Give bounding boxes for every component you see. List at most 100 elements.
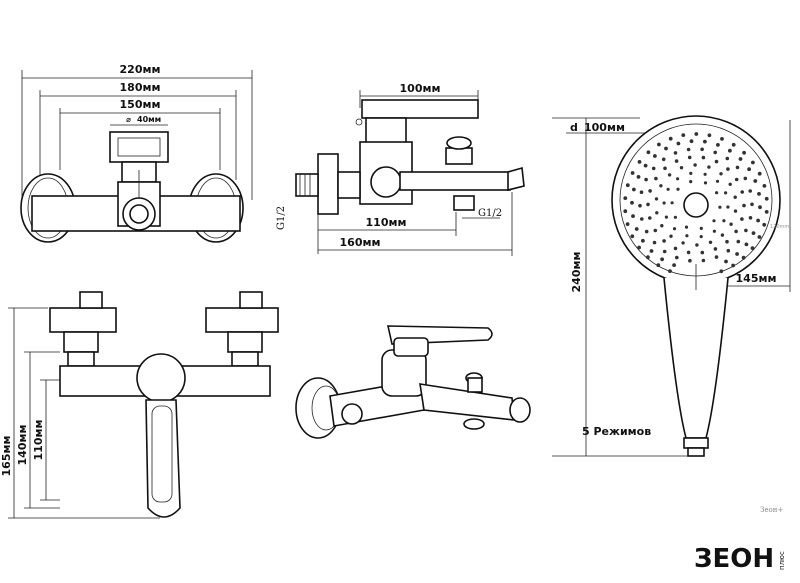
watermark-text: Зеон+ bbox=[760, 506, 783, 514]
nozzle-dot bbox=[654, 197, 659, 201]
nozzle-dot bbox=[644, 177, 648, 182]
nozzle-dot bbox=[654, 176, 658, 181]
nozzle-dot bbox=[725, 156, 730, 161]
nozzle-dot bbox=[750, 246, 755, 251]
nozzle-dot bbox=[656, 263, 661, 268]
nozzle-dot bbox=[726, 248, 731, 253]
dim-140-front: 140мм bbox=[16, 425, 29, 466]
thread-label-left: G1/2 bbox=[276, 206, 287, 230]
nozzle-dot bbox=[703, 172, 707, 176]
nozzle-dot bbox=[731, 142, 736, 147]
nozzle-dot bbox=[666, 187, 670, 191]
nozzle-dot bbox=[743, 176, 748, 181]
dim-165-front: 165мм bbox=[0, 436, 13, 477]
nozzle-dot bbox=[726, 167, 730, 171]
nozzle-dot bbox=[728, 182, 732, 186]
nozzle-dot bbox=[714, 159, 719, 164]
nozzle-dot bbox=[700, 147, 704, 152]
nozzle-dot bbox=[672, 227, 677, 231]
nozzle-dot bbox=[748, 189, 752, 193]
nozzle-dot bbox=[703, 139, 707, 144]
nozzle-dot bbox=[689, 171, 693, 175]
nozzle-dot bbox=[699, 235, 703, 239]
nozzle-dot bbox=[685, 234, 689, 238]
nozzle-dot bbox=[719, 172, 723, 176]
dim-110-side: 110мм bbox=[366, 216, 407, 229]
nozzle-dot bbox=[742, 203, 746, 208]
nozzle-dot bbox=[630, 234, 635, 239]
nozzle-dot bbox=[657, 142, 661, 147]
nozzle-dot bbox=[735, 165, 740, 170]
nozzle-dot bbox=[646, 255, 650, 260]
nozzle-dot bbox=[703, 181, 708, 185]
nozzle-dot bbox=[636, 175, 641, 179]
nozzle-dot bbox=[655, 211, 659, 215]
logo-sub-text: плюс bbox=[778, 551, 786, 570]
nozzle-dot bbox=[726, 205, 730, 209]
nozzle-dot bbox=[634, 227, 639, 231]
nozzle-dot bbox=[653, 154, 657, 158]
dim-180: 180мм bbox=[120, 81, 161, 94]
nozzle-dot bbox=[668, 136, 673, 141]
nozzle-dot bbox=[720, 137, 724, 141]
nozzle-dot bbox=[713, 150, 717, 155]
nozzle-dot bbox=[757, 192, 761, 196]
nozzle-dot bbox=[758, 205, 762, 210]
nozzle-dot bbox=[689, 180, 693, 184]
dim-220: 220мм bbox=[120, 63, 161, 76]
nozzle-dot bbox=[750, 202, 754, 207]
nozzle-dot bbox=[669, 234, 673, 238]
nozzle-dot bbox=[748, 216, 753, 220]
nozzle-dot bbox=[676, 141, 681, 146]
nozzle-dot bbox=[653, 228, 658, 233]
nozzle-dot bbox=[676, 177, 680, 181]
nozzle-dot bbox=[728, 148, 732, 153]
nozzle-dot bbox=[756, 218, 760, 223]
nozzle-dot bbox=[660, 257, 664, 262]
nozzle-dot bbox=[674, 159, 679, 163]
nozzle-dot bbox=[676, 187, 680, 191]
shower-modes-label: 5 Режимов bbox=[582, 425, 651, 438]
nozzle-dot bbox=[640, 217, 644, 221]
nozzle-dot bbox=[740, 190, 744, 194]
nozzle-dot bbox=[713, 247, 718, 251]
nozzle-dot bbox=[632, 187, 636, 192]
nozzle-dot bbox=[681, 241, 685, 245]
nozzle-dot bbox=[661, 157, 666, 162]
nozzle-dot bbox=[637, 245, 641, 250]
nozzle-dot bbox=[686, 250, 691, 255]
shower-dim-100: 100мм bbox=[584, 121, 625, 134]
nozzle-dot bbox=[700, 250, 705, 255]
nozzle-dot bbox=[651, 166, 656, 171]
nozzle-dot bbox=[668, 269, 672, 273]
nozzle-dot bbox=[623, 209, 628, 214]
nozzle-dot bbox=[753, 179, 758, 183]
nozzle-dot bbox=[672, 263, 676, 267]
nozzle-dot bbox=[744, 242, 749, 247]
nozzle-dot bbox=[630, 200, 634, 205]
nozzle-dot bbox=[630, 171, 635, 175]
nozzle-dot bbox=[734, 229, 738, 234]
nozzle-dot bbox=[673, 151, 678, 155]
nozzle-dot bbox=[646, 202, 650, 207]
nozzle-dot bbox=[639, 190, 644, 194]
brand-logo: ЗЕОН плюс bbox=[694, 544, 786, 574]
nozzle-dot bbox=[734, 177, 739, 182]
shower-d-label: d bbox=[570, 121, 578, 134]
nozzle-dot bbox=[664, 146, 668, 151]
shower-dim-240: 240мм bbox=[570, 252, 583, 293]
nozzle-dot bbox=[687, 155, 692, 160]
nozzle-dot bbox=[716, 143, 720, 147]
nozzle-dot bbox=[724, 191, 728, 195]
nozzle-dot bbox=[663, 166, 667, 171]
shower-head-view: 240мм d 100мм 145мм 120mm 5 Режимов bbox=[552, 115, 791, 457]
nozzle-dot bbox=[764, 196, 769, 201]
nozzle-dot bbox=[667, 173, 672, 177]
nozzle-dot bbox=[733, 195, 737, 199]
shower-nozzle-pattern bbox=[623, 132, 769, 274]
nozzle-dot bbox=[736, 239, 741, 244]
dim-110-front: 110мм bbox=[32, 420, 45, 461]
nozzle-dot bbox=[638, 203, 642, 208]
nozzle-dot bbox=[644, 229, 649, 234]
